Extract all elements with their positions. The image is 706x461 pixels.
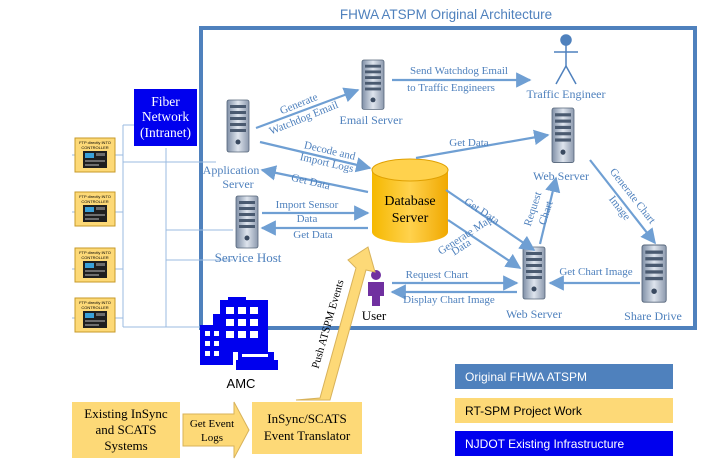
label-get-chart-image: Get Chart Image <box>559 266 632 278</box>
traffic-engineer-label: Traffic Engineer <box>527 87 606 101</box>
label-display-chart-image: Display Chart Image <box>403 294 495 306</box>
arrow-generate-watchdog-email <box>255 87 360 130</box>
service-host-icon <box>235 195 259 249</box>
web-server-bottom-icon <box>522 246 546 300</box>
arrow-get-data-webtop <box>415 129 550 160</box>
database-server-label-2: Server <box>392 211 429 226</box>
service-host-label: Service Host <box>215 250 282 265</box>
label-import-sensor-data-2: Data <box>297 213 318 225</box>
controller-4-label-2: CONTROLLER <box>81 305 108 310</box>
database-server-label: Database <box>384 194 435 209</box>
event-translator-label: InSync/SCATS <box>267 411 346 426</box>
legend-label-rtspm: RT-SPM Project Work <box>465 404 583 418</box>
arrow-generate-map-data <box>447 219 522 269</box>
application-server-label: Application <box>203 163 260 177</box>
controller-3-label: FTP directly INTO <box>79 250 111 255</box>
controller-4-label: FTP directly INTO <box>79 300 111 305</box>
email-server-label: Email Server <box>340 113 403 127</box>
controller-2-label: FTP directly INTO <box>79 194 111 199</box>
diagram-title: FHWA ATSPM Original Architecture <box>340 7 552 22</box>
arrow-generate-chart-image <box>589 159 656 245</box>
share-drive-label: Share Drive <box>624 309 682 323</box>
fiber-network-box: Fiber Network (Intranet) <box>134 89 197 146</box>
email-server-icon <box>361 59 385 110</box>
label-get-event-logs-2: Logs <box>201 432 223 444</box>
existing-systems-label-2: and SCATS <box>95 422 156 437</box>
atspm-boundary <box>199 26 697 330</box>
legend-swatch-rtspm <box>455 398 673 423</box>
user-label: User <box>362 308 387 323</box>
existing-systems-box: Existing InSync and SCATS Systems <box>72 402 180 458</box>
web-server-bottom-label: Web Server <box>506 307 562 321</box>
application-server-label-2: Server <box>222 177 253 191</box>
legend-label-njdot: NJDOT Existing Infrastructure <box>465 437 624 451</box>
label-get-data-app: Get Data <box>290 172 331 193</box>
controller-3: FTP directly INTO CONTROLLER <box>74 247 116 283</box>
database-server-icon <box>371 158 449 243</box>
fiber-network-label-3: (Intranet) <box>140 125 191 140</box>
arrow-decode-import-logs <box>259 140 372 173</box>
label-request-chart: Request Chart <box>406 269 469 281</box>
label-send-watchdog-email: Send Watchdog Email <box>410 65 508 77</box>
label-get-data-webtop: Get Data <box>449 137 489 149</box>
existing-systems-label: Existing InSync <box>84 406 168 421</box>
web-server-top-icon <box>551 107 575 164</box>
label-get-data-service: Get Data <box>293 229 333 241</box>
traffic-engineer-icon <box>554 34 578 85</box>
controller-1: FTP directly INTO CONTROLLER <box>74 137 116 173</box>
existing-systems-label-3: Systems <box>104 438 147 453</box>
user-icon <box>368 270 384 306</box>
get-event-logs-arrow: Get Event Logs <box>182 401 250 459</box>
fiber-network-label: Fiber <box>151 94 180 109</box>
controller-1-label: FTP directly INTO <box>79 140 111 145</box>
legend-label-atspm: Original FHWA ATSPM <box>465 370 587 384</box>
fiber-network-label-2: Network <box>142 109 189 124</box>
amc-building-icon <box>200 297 278 370</box>
controller-3-label-2: CONTROLLER <box>81 255 108 260</box>
controller-4: FTP directly INTO CONTROLLER <box>74 297 116 333</box>
arrow-get-data-app <box>260 165 369 194</box>
amc-label: AMC <box>227 376 256 391</box>
web-server-top-label: Web Server <box>533 169 589 183</box>
label-import-sensor-data: Import Sensor <box>276 199 339 211</box>
label-send-watchdog-email-2: to Traffic Engineers <box>407 82 495 94</box>
controller-2-label-2: CONTROLLER <box>81 199 108 204</box>
controller-2: FTP directly INTO CONTROLLER <box>74 191 116 227</box>
event-translator-box: InSync/SCATS Event Translator <box>252 402 362 454</box>
label-get-event-logs: Get Event <box>190 418 234 430</box>
legend-swatch-atspm <box>455 364 673 389</box>
event-translator-label-2: Event Translator <box>264 428 351 443</box>
application-server-icon <box>226 99 250 153</box>
legend-swatch-njdot <box>455 431 673 456</box>
push-atspm-events-arrow: Push ATSPM Events <box>295 246 376 401</box>
arrow-request-chart-vertical <box>538 176 561 245</box>
arrow-get-data-webbottom <box>445 189 536 251</box>
legend: Original FHWA ATSPM RT-SPM Project Work … <box>455 364 673 456</box>
share-drive-icon <box>641 244 667 303</box>
controller-1-label-2: CONTROLLER <box>81 145 108 150</box>
